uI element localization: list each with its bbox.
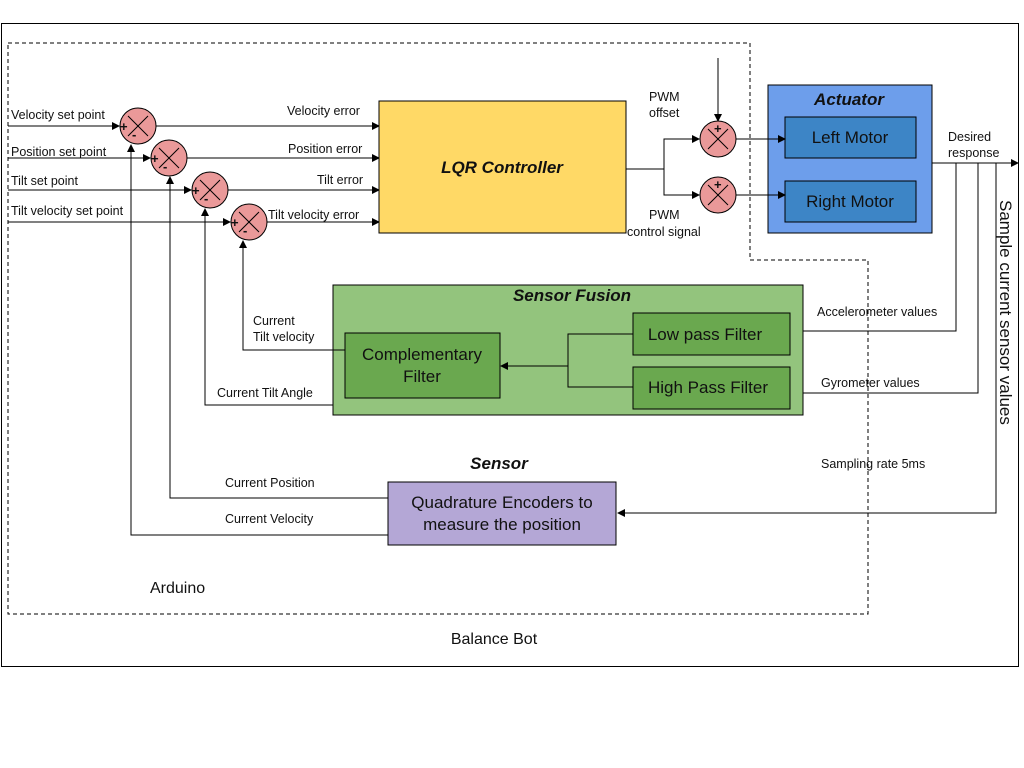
tilt-error-label: Tilt error <box>317 173 363 187</box>
low-pass-filter-label: Low pass Filter <box>648 325 763 344</box>
velocity-error-label: Velocity error <box>287 104 360 118</box>
pwm-control-label-2: control signal <box>627 225 701 239</box>
tilt-set-point-label: Tilt set point <box>11 174 78 188</box>
lqr-output-line <box>626 135 700 170</box>
encoder-feedback-line <box>617 163 997 517</box>
high-pass-filter-label: High Pass Filter <box>648 378 768 397</box>
pwm-offset-label-1: PWM <box>649 90 680 104</box>
lqr-controller-block <box>378 100 627 234</box>
sensor-title: Sensor <box>470 454 529 473</box>
sum-junction-left-motor: + <box>699 120 737 158</box>
tilt-velocity-error-label: Tilt velocity error <box>268 208 359 222</box>
svg-text:+: + <box>231 215 239 230</box>
position-set-point-label: Position set point <box>11 145 107 159</box>
accelerometer-values-label: Accelerometer values <box>817 305 937 319</box>
desired-response-label-1: Desired <box>948 130 991 144</box>
velocity-set-point-label: Velocity set point <box>11 108 105 122</box>
complementary-filter-label-2: Filter <box>403 367 441 386</box>
quadrature-encoder-label-1: Quadrature Encoders to <box>411 493 592 512</box>
position-feedback-line <box>166 176 388 499</box>
tilt-velocity-set-point-label: Tilt velocity set point <box>11 204 124 218</box>
arduino-label: Arduino <box>150 580 205 597</box>
tilt-angle-feedback-line <box>201 208 333 406</box>
high-pass-filter-block <box>632 366 791 410</box>
lqr-controller-title: LQR Controller <box>441 158 564 177</box>
velocity-feedback-line <box>127 144 388 536</box>
sensor-fusion-title: Sensor Fusion <box>513 286 631 305</box>
actuator-title: Actuator <box>813 90 885 109</box>
sum-junction-velocity: + - <box>119 107 157 145</box>
svg-text:+: + <box>714 121 722 136</box>
sum-junction-tilt-velocity: + - <box>230 203 268 241</box>
left-motor-block <box>784 116 917 159</box>
current-tilt-velocity-label-1: Current <box>253 314 295 328</box>
pwm-offset-label-2: offset <box>649 106 680 120</box>
svg-text:+: + <box>192 183 200 198</box>
complementary-filter-block <box>344 332 501 399</box>
svg-text:+: + <box>714 177 722 192</box>
current-tilt-angle-label: Current Tilt Angle <box>217 386 313 400</box>
desired-response-label-2: response <box>948 146 999 160</box>
complementary-filter-label-1: Complementary <box>362 345 482 364</box>
arduino-boundary <box>7 42 869 615</box>
pwm-control-label-1: PWM <box>649 208 680 222</box>
svg-text:-: - <box>243 223 247 238</box>
balance-bot-caption: Balance Bot <box>451 631 538 648</box>
gyrometer-feedback-line <box>791 163 979 397</box>
svg-text:-: - <box>204 191 208 206</box>
sum-junction-position: + - <box>150 139 188 177</box>
tilt-velocity-feedback-line <box>239 240 345 351</box>
current-velocity-label: Current Velocity <box>225 512 314 526</box>
current-tilt-velocity-label-2: Tilt velocity <box>253 330 315 344</box>
low-pass-filter-block <box>632 312 791 356</box>
left-motor-label: Left Motor <box>812 128 889 147</box>
position-error-label: Position error <box>288 142 362 156</box>
lqr-output-line-lower <box>663 169 700 199</box>
sample-sensor-values-label: Sample current sensor values <box>996 200 1015 425</box>
svg-text:+: + <box>151 151 159 166</box>
gyrometer-values-label: Gyrometer values <box>821 376 920 390</box>
accelerometer-feedback-line <box>791 163 957 335</box>
right-motor-block <box>784 180 917 223</box>
quadrature-encoder-block <box>387 481 617 546</box>
outer-frame <box>1 23 1019 667</box>
svg-text:-: - <box>163 159 167 174</box>
sum-junction-tilt: + - <box>191 171 229 209</box>
svg-text:-: - <box>132 127 136 142</box>
svg-text:+: + <box>120 119 128 134</box>
sampling-rate-label: Sampling rate 5ms <box>821 457 925 471</box>
sum-junction-right-motor: + <box>699 176 737 214</box>
current-position-label: Current Position <box>225 476 315 490</box>
right-motor-label: Right Motor <box>806 192 894 211</box>
filter-merge-line <box>567 333 633 388</box>
quadrature-encoder-label-2: measure the position <box>423 515 581 534</box>
